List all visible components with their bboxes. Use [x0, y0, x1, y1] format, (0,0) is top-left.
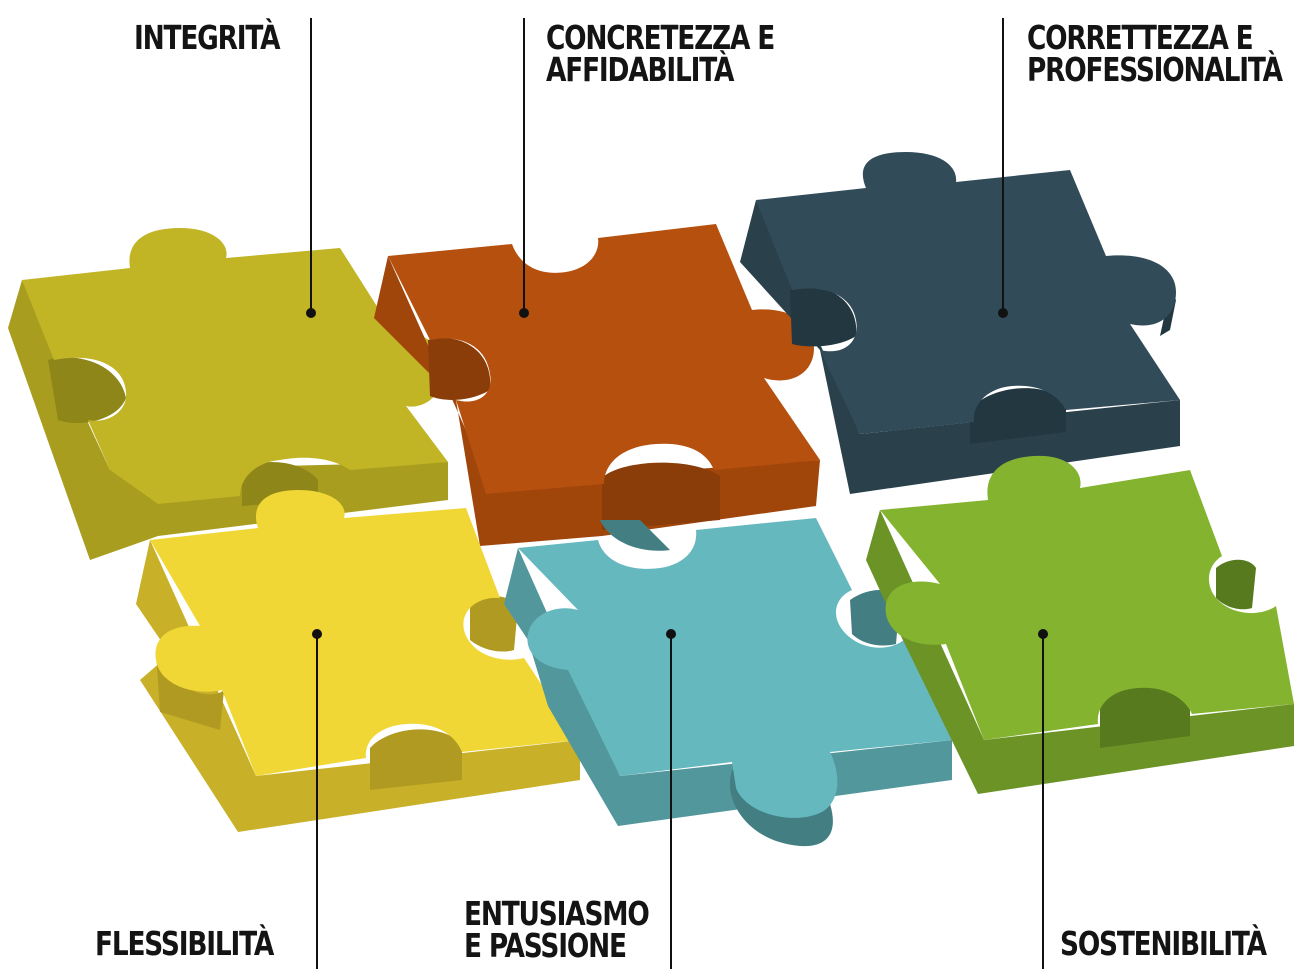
puzzle-piece-correttezza-side [740, 200, 1180, 494]
label-entusiasmo-line-1: ENTUSIASMO [464, 894, 650, 933]
label-integrita-line-1: INTEGRITÀ [134, 18, 281, 57]
marker-dot-entusiasmo [666, 629, 676, 639]
label-concretezza: CONCRETEZZA E AFFIDABILITÀ [546, 18, 775, 89]
leader-line-flessibilita [312, 629, 322, 969]
puzzle-piece-integrita-notch-wall [48, 357, 126, 424]
puzzle-piece-entusiasmo-side [504, 548, 952, 826]
puzzle-piece-concretezza [374, 224, 820, 546]
puzzle-piece-flessibilita-top [150, 490, 578, 776]
puzzle-piece-flessibilita-notch-wall-bottom [370, 729, 462, 790]
puzzle-piece-sostenibilita-notch-wall [1100, 682, 1190, 748]
leader-line-correttezza [998, 18, 1008, 318]
puzzle-piece-flessibilita [136, 490, 580, 832]
marker-dot-concretezza [519, 308, 529, 318]
label-correttezza-line-1: CORRETTEZZA E [1027, 18, 1254, 57]
label-correttezza: CORRETTEZZA E PROFESSIONALITÀ [1027, 18, 1283, 89]
puzzle-piece-concretezza-notch-wall-bottom [602, 462, 720, 530]
puzzle-piece-sostenibilita [866, 455, 1294, 794]
puzzle-piece-integrita-top [22, 228, 448, 504]
label-entusiasmo: ENTUSIASMO E PASSIONE [464, 894, 650, 965]
puzzle-piece-entusiasmo-top [518, 518, 952, 818]
label-correttezza-line-2: PROFESSIONALITÀ [1027, 50, 1283, 89]
marker-dot-integrita [306, 308, 316, 318]
puzzle-piece-correttezza-top [756, 152, 1180, 434]
label-integrita: INTEGRITÀ [134, 18, 281, 57]
marker-dot-flessibilita [312, 629, 322, 639]
label-concretezza-line-1: CONCRETEZZA E [546, 18, 775, 57]
puzzle-piece-correttezza-notch-wall-bottom [970, 388, 1066, 444]
leader-line-entusiasmo [666, 629, 676, 969]
puzzle-piece-entusiasmo [504, 518, 952, 847]
leader-line-sostenibilita [1038, 629, 1048, 969]
label-flessibilita: FLESSIBILITÀ [95, 924, 274, 963]
label-entusiasmo-line-2: E PASSIONE [464, 926, 627, 965]
leader-line-concretezza [519, 18, 529, 318]
puzzle-piece-flessibilita-side [136, 540, 580, 832]
puzzle-piece-sostenibilita-top [880, 455, 1294, 740]
leader-line-integrita [306, 18, 316, 318]
puzzle-piece-flessibilita-knob-wall [156, 650, 224, 730]
marker-dot-sostenibilita [1038, 629, 1048, 639]
puzzle-piece-concretezza-notch-wall [428, 337, 491, 400]
label-sostenibilita: SOSTENIBILITÀ [1060, 924, 1267, 963]
puzzle-piece-concretezza-top [388, 224, 820, 494]
puzzle-piece-correttezza-notch-wall [790, 286, 857, 347]
label-flessibilita-line-1: FLESSIBILITÀ [95, 924, 274, 963]
puzzle-piece-integrita [8, 228, 448, 560]
puzzle-piece-integrita-side [8, 280, 448, 560]
puzzle-piece-flessibilita-notch-wall-right [470, 595, 518, 652]
label-sostenibilita-line-1: SOSTENIBILITÀ [1060, 924, 1267, 963]
puzzle-piece-correttezza [740, 152, 1180, 494]
puzzle-piece-entusiasmo-notch-wall-top [600, 520, 670, 551]
puzzle-piece-sostenibilita-notch-wall-right [1216, 559, 1256, 610]
marker-dot-correttezza [998, 308, 1008, 318]
label-concretezza-line-2: AFFIDABILITÀ [546, 50, 734, 89]
